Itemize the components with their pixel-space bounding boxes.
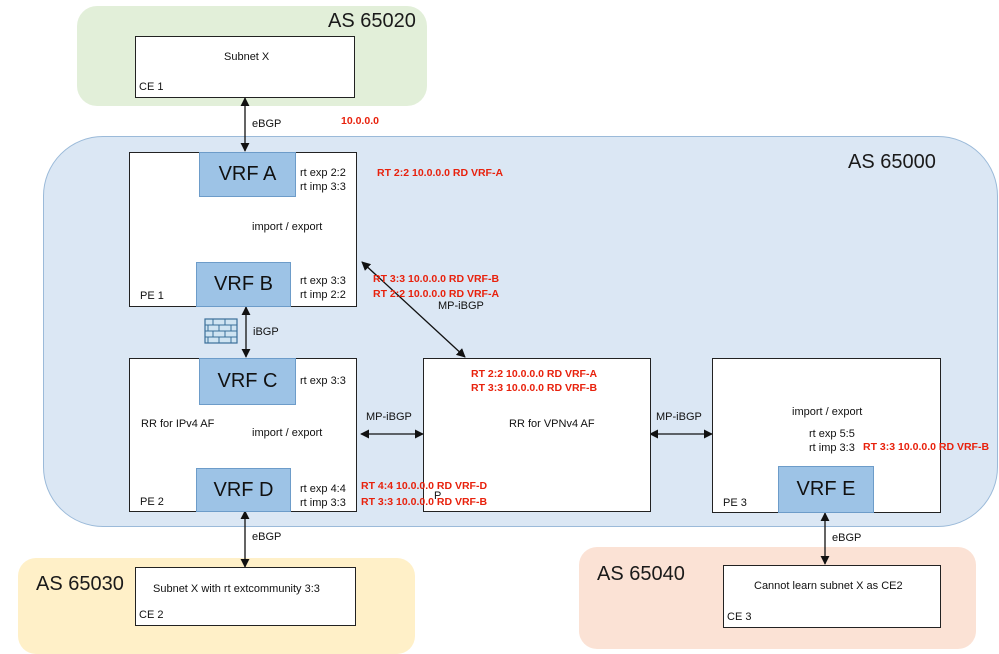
mp-ibgp-pe2-label: MP-iBGP — [366, 411, 412, 423]
ebgp-ce2-label: eBGP — [252, 531, 282, 543]
vrf-c: VRF C — [199, 358, 296, 405]
mp-ibgp-pe3-label: MP-iBGP — [656, 411, 702, 423]
vrf-a-rt-imp: rt imp 3:3 — [300, 181, 346, 193]
pe1-label: PE 1 — [140, 290, 164, 302]
pe3-rt-imp: rt imp 3:3 — [809, 442, 855, 454]
p-box: RR for VPNv4 AF P — [423, 358, 651, 512]
as-65030-label: AS 65030 — [36, 573, 124, 595]
ce1-prefix-annotation: 10.0.0.0 — [341, 115, 379, 127]
pe1-route-annotation-2: RT 2:2 10.0.0.0 RD VRF-A — [373, 288, 500, 300]
p-label: P — [434, 490, 442, 502]
ebgp-ce1-label: eBGP — [252, 118, 282, 130]
vrf-a-route-annotation: RT 2:2 10.0.0.0 RD VRF-A — [377, 167, 504, 179]
vrf-b: VRF B — [196, 262, 291, 307]
vrf-b-rt-imp: rt imp 2:2 — [300, 289, 346, 301]
vrf-d-route-annotation-1: RT 4:4 10.0.0.0 RD VRF-D — [361, 480, 488, 492]
firewall-icon — [204, 318, 238, 344]
vrf-e: VRF E — [778, 466, 874, 513]
pe2-import-export: import / export — [252, 427, 323, 439]
ebgp-ce3-label: eBGP — [832, 532, 862, 544]
vrf-c-rt-exp: rt exp 3:3 — [300, 375, 346, 387]
pe1-import-export: import / export — [252, 221, 323, 233]
ce2-box: Subnet X with rt extcommunity 3:3 CE 2 — [135, 567, 356, 626]
vrf-d-rt-exp: rt exp 4:4 — [300, 483, 346, 495]
vrf-b-rt-exp: rt exp 3:3 — [300, 275, 346, 287]
ce3-label: CE 3 — [727, 611, 752, 623]
pe2-label: PE 2 — [140, 496, 164, 508]
p-rr-label: RR for VPNv4 AF — [509, 418, 595, 430]
vrf-d-route-annotation-2: RT 3:3 10.0.0.0 RD VRF-B — [361, 496, 488, 508]
ce2-subnet: Subnet X with rt extcommunity 3:3 — [153, 583, 320, 595]
ce1-label: CE 1 — [139, 81, 164, 93]
pe3-import-export: import / export — [792, 406, 863, 418]
mp-ibgp-pe1-label: MP-iBGP — [438, 300, 484, 312]
p-route-annotation-1: RT 2:2 10.0.0.0 RD VRF-A — [471, 368, 598, 380]
ce3-box: Cannot learn subnet X as CE2 CE 3 — [723, 565, 941, 628]
mp-ibgp-pe1-link — [361, 261, 466, 358]
as-65040-label: AS 65040 — [597, 563, 685, 585]
ibgp-label: iBGP — [253, 326, 279, 338]
p-route-annotation-2: RT 3:3 10.0.0.0 RD VRF-B — [471, 382, 598, 394]
vrf-a: VRF A — [199, 152, 296, 197]
as-65000-label: AS 65000 — [848, 151, 936, 173]
pe3-rt-exp: rt exp 5:5 — [809, 428, 855, 440]
ce1-box: Subnet X CE 1 — [135, 36, 355, 98]
vrf-d: VRF D — [196, 468, 291, 512]
pe1-route-annotation-1: RT 3:3 10.0.0.0 RD VRF-B — [373, 273, 500, 285]
pe2-rr-label: RR for IPv4 AF — [141, 418, 215, 430]
vrf-d-rt-imp: rt imp 3:3 — [300, 497, 346, 509]
ce1-subnet: Subnet X — [224, 51, 270, 63]
ce3-text: Cannot learn subnet X as CE2 — [754, 580, 903, 592]
ce2-label: CE 2 — [139, 609, 164, 621]
as-65020-label: AS 65020 — [328, 10, 416, 32]
pe3-route-annotation: RT 3:3 10.0.0.0 RD VRF-B — [863, 441, 990, 453]
pe3-label: PE 3 — [723, 497, 747, 509]
vrf-a-rt-exp: rt exp 2:2 — [300, 167, 346, 179]
